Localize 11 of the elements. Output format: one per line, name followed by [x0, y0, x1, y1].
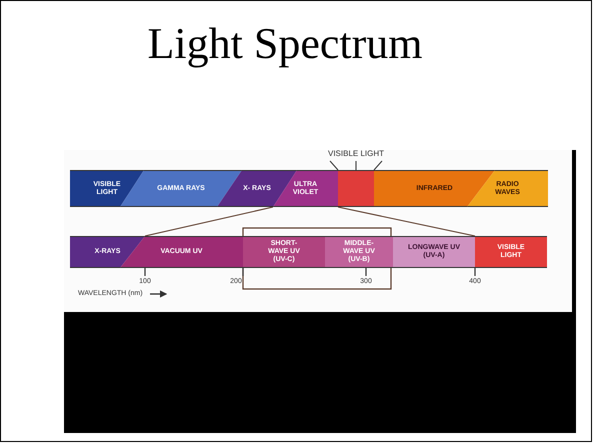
spectrum-band — [475, 236, 547, 268]
spectrum-label: VISIBLE LIGHT — [318, 150, 394, 161]
spectrum-band — [243, 236, 325, 268]
leader-line — [374, 160, 382, 170]
slide-title: Light Spectrum — [146, 22, 424, 66]
zoom-line — [144, 206, 274, 236]
leader-line — [330, 160, 338, 170]
spectrum-band — [393, 236, 475, 268]
spectrum-band — [338, 170, 374, 207]
spectrum-band — [120, 236, 243, 268]
spectrum-band — [325, 236, 393, 268]
